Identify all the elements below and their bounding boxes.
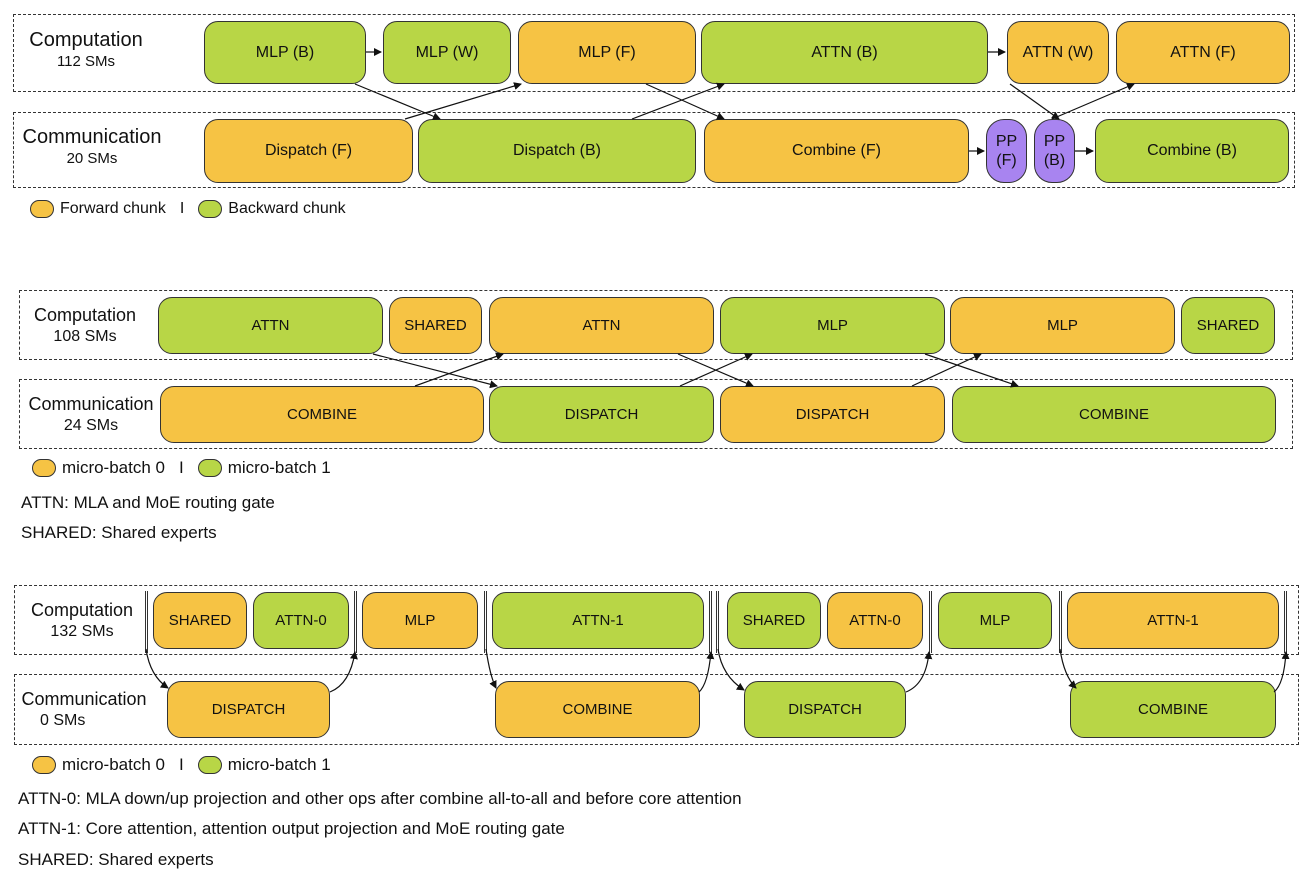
communication-title: Communication bbox=[28, 394, 154, 414]
mlp-block: MLP bbox=[950, 297, 1175, 354]
forward-legend-label: Forward chunk bbox=[60, 200, 166, 217]
computation-title: Computation bbox=[30, 600, 134, 620]
attn-b-block: ATTN (B) bbox=[701, 21, 988, 84]
communication-lane bbox=[14, 674, 1299, 745]
legend-1: Forward chunk I Backward chunk bbox=[30, 200, 346, 218]
computation-label: Computation 132 SMs bbox=[16, 599, 148, 642]
combine-f-block: Combine (F) bbox=[704, 119, 969, 183]
forward-swatch bbox=[30, 200, 54, 218]
note-shared: SHARED: Shared experts bbox=[21, 523, 217, 542]
computation-sms: 132 SMs bbox=[50, 622, 114, 640]
sync-barrier bbox=[1059, 591, 1062, 653]
legend-3: micro-batch 0 I micro-batch 1 bbox=[32, 755, 331, 775]
communication-sms: 20 SMs bbox=[66, 150, 118, 167]
attn-block: ATTN bbox=[158, 297, 383, 354]
attn-1-block: ATTN-1 bbox=[1067, 592, 1279, 649]
combine-block: COMBINE bbox=[952, 386, 1276, 443]
communication-sms: 0 SMs bbox=[40, 711, 86, 729]
note-attn-1: ATTN-1: Core attention, attention output… bbox=[18, 819, 565, 838]
sync-barrier bbox=[709, 591, 712, 653]
computation-label: Computation 112 SMs bbox=[18, 28, 154, 72]
computation-title: Computation bbox=[29, 29, 143, 51]
pp-f-block: PP (F) bbox=[986, 119, 1027, 183]
micro-batch-0-swatch bbox=[32, 756, 56, 774]
combine-block: COMBINE bbox=[495, 681, 700, 738]
pp-b-block: PP (B) bbox=[1034, 119, 1075, 183]
computation-label: Computation 108 SMs bbox=[22, 304, 148, 347]
communication-lane bbox=[19, 379, 1293, 449]
sync-barrier bbox=[145, 591, 148, 653]
computation-sms: 108 SMs bbox=[53, 327, 117, 345]
mlp-block: MLP bbox=[720, 297, 945, 354]
communication-label: Communication 0 SMs bbox=[14, 688, 154, 731]
legend-separator: I bbox=[178, 458, 184, 477]
computation-lane bbox=[19, 290, 1293, 360]
legend-2: micro-batch 0 I micro-batch 1 bbox=[32, 458, 331, 478]
legend-separator: I bbox=[179, 200, 185, 217]
micro-batch-1-label: micro-batch 1 bbox=[227, 458, 331, 477]
attn-block: ATTN bbox=[489, 297, 714, 354]
communication-title: Communication bbox=[21, 689, 147, 709]
dispatch-block: DISPATCH bbox=[720, 386, 945, 443]
attn-f-block: ATTN (F) bbox=[1116, 21, 1290, 84]
sync-barrier bbox=[716, 591, 719, 653]
sync-barrier bbox=[1284, 591, 1287, 653]
note-shared: SHARED: Shared experts bbox=[18, 850, 214, 869]
sync-barrier bbox=[484, 591, 487, 653]
micro-batch-0-label: micro-batch 0 bbox=[62, 458, 165, 477]
computation-sms: 112 SMs bbox=[56, 53, 116, 70]
combine-block: COMBINE bbox=[160, 386, 484, 443]
micro-batch-0-label: micro-batch 0 bbox=[62, 755, 165, 774]
dispatch-block: DISPATCH bbox=[489, 386, 714, 443]
pp-b-label-bottom: (B) bbox=[1043, 152, 1066, 169]
micro-batch-0-swatch bbox=[32, 459, 56, 477]
attn-1-block: ATTN-1 bbox=[492, 592, 704, 649]
pp-b-label-top: PP bbox=[1043, 132, 1066, 150]
communication-label: Communication 20 SMs bbox=[16, 125, 168, 169]
dispatch-block: DISPATCH bbox=[167, 681, 330, 738]
mlp-block: MLP bbox=[362, 592, 478, 649]
shared-block: SHARED bbox=[1181, 297, 1275, 354]
combine-b-block: Combine (B) bbox=[1095, 119, 1289, 183]
mlp-b-block: MLP (B) bbox=[204, 21, 366, 84]
computation-title: Computation bbox=[33, 305, 137, 325]
mlp-w-block: MLP (W) bbox=[383, 21, 511, 84]
dispatch-block: DISPATCH bbox=[744, 681, 906, 738]
sync-barrier bbox=[354, 591, 357, 653]
sync-barrier bbox=[929, 591, 932, 653]
pp-f-label-bottom: (F) bbox=[996, 152, 1017, 169]
dispatch-f-block: Dispatch (F) bbox=[204, 119, 413, 183]
attn-w-block: ATTN (W) bbox=[1007, 21, 1109, 84]
attn-0-block: ATTN-0 bbox=[253, 592, 349, 649]
combine-block: COMBINE bbox=[1070, 681, 1276, 738]
shared-block: SHARED bbox=[727, 592, 821, 649]
mlp-f-block: MLP (F) bbox=[518, 21, 696, 84]
mlp-block: MLP bbox=[938, 592, 1052, 649]
attn-0-block: ATTN-0 bbox=[827, 592, 923, 649]
backward-swatch bbox=[198, 200, 223, 218]
micro-batch-1-swatch bbox=[197, 459, 222, 477]
micro-batch-1-label: micro-batch 1 bbox=[227, 755, 331, 774]
communication-sms: 24 SMs bbox=[63, 416, 119, 434]
note-attn: ATTN: MLA and MoE routing gate bbox=[21, 493, 275, 512]
communication-label: Communication 24 SMs bbox=[20, 393, 162, 436]
communication-title: Communication bbox=[22, 126, 162, 148]
micro-batch-1-swatch bbox=[197, 756, 222, 774]
shared-block: SHARED bbox=[153, 592, 247, 649]
note-attn-0: ATTN-0: MLA down/up projection and other… bbox=[18, 789, 742, 808]
pp-f-label-top: PP bbox=[995, 132, 1018, 150]
backward-legend-label: Backward chunk bbox=[228, 200, 346, 217]
shared-block: SHARED bbox=[389, 297, 482, 354]
computation-lane bbox=[14, 585, 1299, 655]
dispatch-b-block: Dispatch (B) bbox=[418, 119, 696, 183]
legend-separator: I bbox=[178, 755, 184, 774]
